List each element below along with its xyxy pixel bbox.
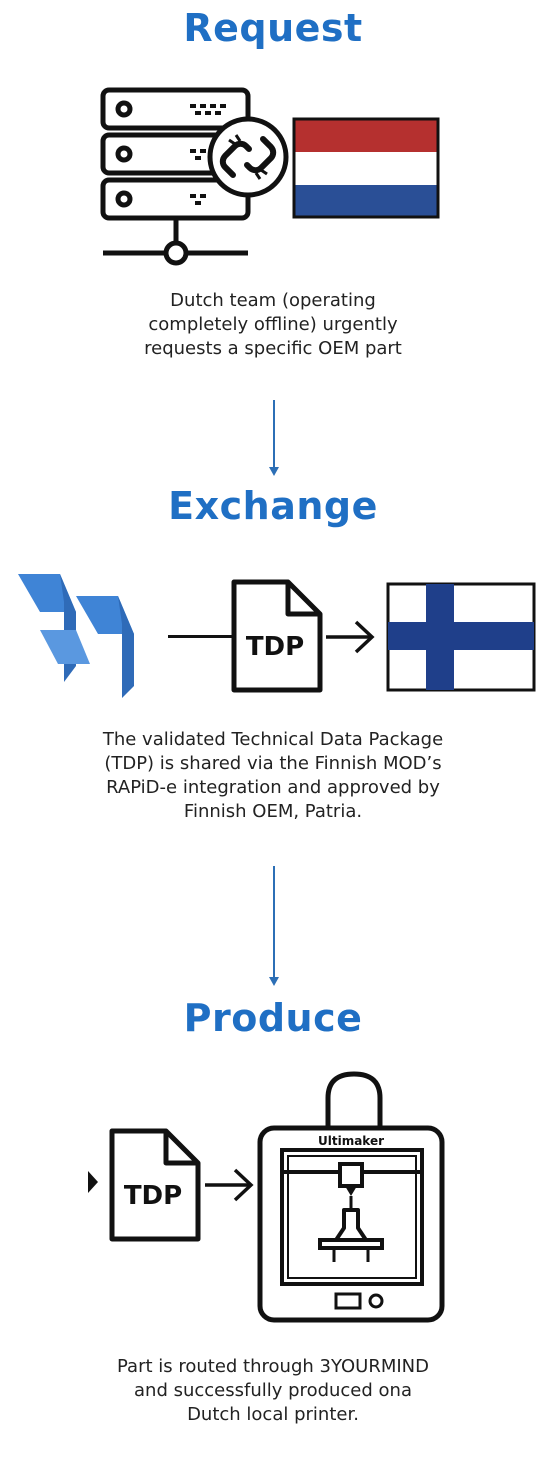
printer-brand-label: Ultimaker <box>317 1134 385 1148</box>
netherlands-flag-icon <box>292 117 440 219</box>
finland-flag-icon <box>386 582 536 692</box>
connector-line <box>168 635 234 638</box>
incoming-arrow-icon <box>88 1171 98 1193</box>
broken-link-icon <box>207 116 289 198</box>
step-description-exchange: The validated Technical Data Package (TD… <box>102 729 444 822</box>
step-title-request: Request <box>183 6 363 50</box>
tdp-label: TDP <box>245 632 305 662</box>
step-title-produce: Produce <box>183 996 363 1040</box>
3d-printer-icon: Ultimaker <box>256 1068 446 1324</box>
arrow-right-icon <box>326 620 375 654</box>
arrow-right-icon <box>205 1168 254 1202</box>
server-icon <box>100 87 289 266</box>
step-description-produce: Part is routed through 3YOURMIND and suc… <box>117 1356 429 1425</box>
step-title-exchange: Exchange <box>168 484 378 528</box>
tdp-document-icon: TDP <box>230 578 325 694</box>
rapid-e-logo-icon <box>18 574 134 698</box>
step-description-request: Dutch team (operating completely offline… <box>144 290 402 359</box>
tdp-document-icon: TDP <box>108 1127 203 1243</box>
tdp-label: TDP <box>123 1181 183 1211</box>
